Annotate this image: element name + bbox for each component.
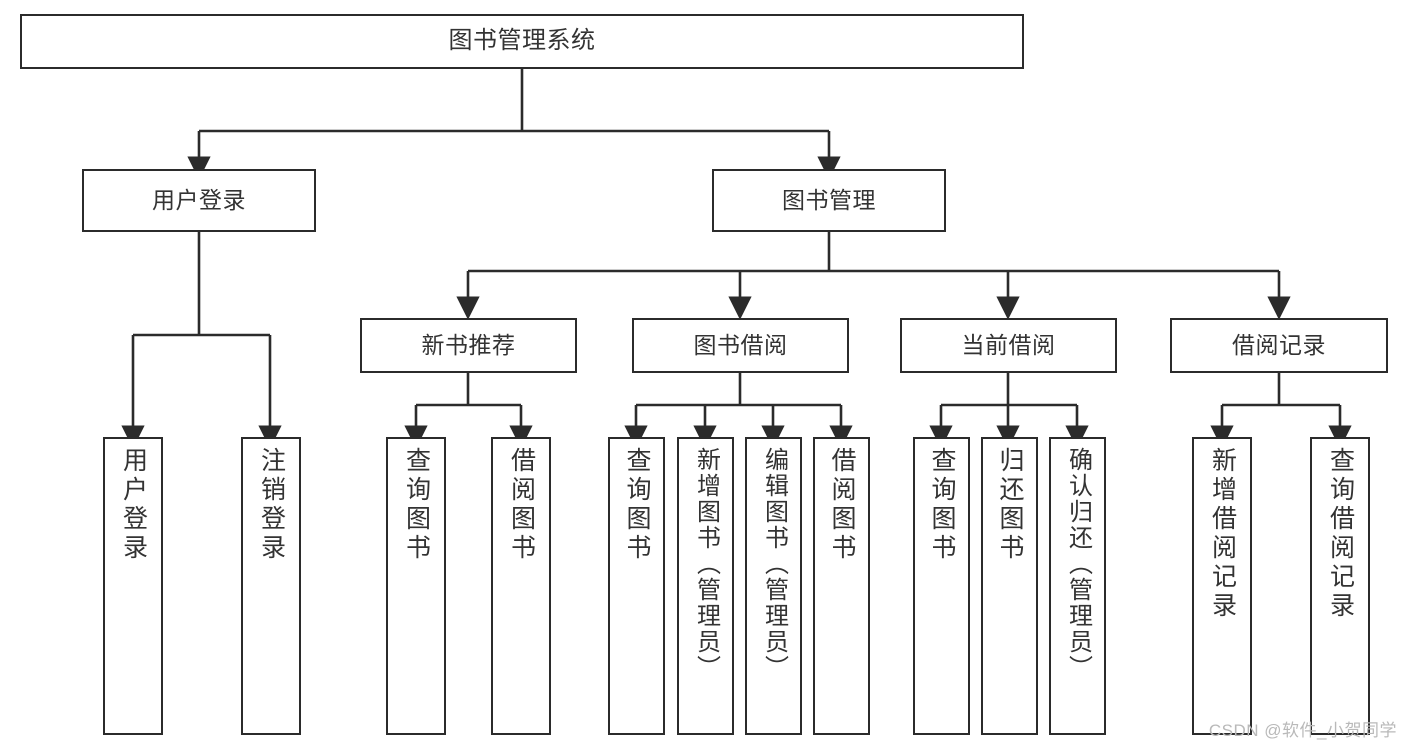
node-label: 新增图书（管理员）: [692, 447, 720, 681]
node-borrow-record[interactable]: 借阅记录: [1170, 318, 1388, 373]
node-leaf-confirm-return-admin[interactable]: 确认归还（管理员）: [1049, 437, 1106, 735]
node-label: 归还图书: [996, 447, 1024, 563]
node-label: 借阅图书: [828, 447, 856, 563]
node-leaf-borrow-book-recommend[interactable]: 借阅图书: [491, 437, 551, 735]
node-leaf-query-book-current[interactable]: 查询图书: [913, 437, 970, 735]
node-new-book-recommend[interactable]: 新书推荐: [360, 318, 577, 373]
node-label: 查询借阅记录: [1326, 447, 1355, 621]
node-label: 确认归还（管理员）: [1064, 447, 1092, 681]
node-label: 借阅图书: [507, 447, 536, 563]
node-label: 查询图书: [402, 447, 431, 563]
node-label: 新书推荐: [421, 331, 516, 358]
node-label: 用户登录: [119, 447, 148, 563]
node-leaf-query-book-recommend[interactable]: 查询图书: [386, 437, 446, 735]
node-leaf-borrow-book[interactable]: 借阅图书: [813, 437, 870, 735]
node-leaf-query-borrow-record[interactable]: 查询借阅记录: [1310, 437, 1370, 735]
node-book-borrow[interactable]: 图书借阅: [632, 318, 849, 373]
node-label: 查询图书: [623, 447, 651, 563]
node-label: 当前借阅: [961, 331, 1056, 358]
node-leaf-user-login[interactable]: 用户登录: [103, 437, 163, 735]
node-user-login[interactable]: 用户登录: [82, 169, 316, 232]
node-label: 用户登录: [152, 186, 246, 213]
node-current-borrow[interactable]: 当前借阅: [900, 318, 1117, 373]
node-leaf-logout[interactable]: 注销登录: [241, 437, 301, 735]
node-leaf-add-book-admin[interactable]: 新增图书（管理员）: [677, 437, 734, 735]
node-leaf-add-borrow-record[interactable]: 新增借阅记录: [1192, 437, 1252, 735]
node-book-management[interactable]: 图书管理: [712, 169, 946, 232]
node-label: 新增借阅记录: [1208, 447, 1237, 621]
node-label: 编辑图书（管理员）: [760, 447, 788, 681]
node-leaf-edit-book-admin[interactable]: 编辑图书（管理员）: [745, 437, 802, 735]
node-label: 查询图书: [928, 447, 956, 563]
node-root-book-management-system[interactable]: 图书管理系统: [20, 14, 1024, 69]
node-label: 注销登录: [257, 447, 286, 563]
node-label: 图书借阅: [693, 331, 788, 358]
node-leaf-return-book[interactable]: 归还图书: [981, 437, 1038, 735]
node-leaf-query-book-borrow[interactable]: 查询图书: [608, 437, 665, 735]
node-label: 借阅记录: [1232, 331, 1326, 358]
node-label: 图书管理系统: [448, 27, 596, 55]
watermark-text: CSDN @软件_小贺同学: [1208, 721, 1397, 740]
node-label: 图书管理: [782, 186, 876, 213]
